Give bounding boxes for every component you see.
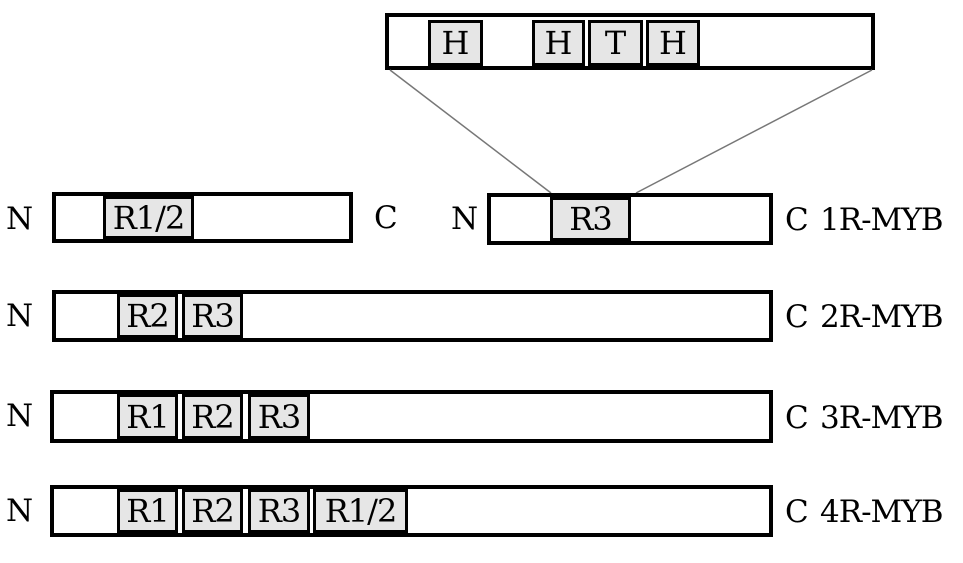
domain-label: R3 xyxy=(257,492,301,530)
domain-label: R3 xyxy=(257,397,301,436)
helix1-box: H xyxy=(428,20,483,66)
domain-box-r3: R3 xyxy=(248,489,310,533)
hth-zoom-bar: H H T H xyxy=(385,13,875,70)
n-terminus-label: N xyxy=(6,398,34,434)
domain-box-r1-2: R1/2 xyxy=(103,196,194,239)
domain-box-r3: R3 xyxy=(182,294,243,338)
c-terminus-label: C xyxy=(785,299,809,335)
c-terminus-label: C xyxy=(785,494,809,530)
domain-box-r1: R1 xyxy=(117,394,178,439)
domain-label: R2 xyxy=(126,297,169,335)
c-terminus-label: C xyxy=(374,200,398,236)
domain-label: R3 xyxy=(191,297,234,335)
domain-label: R2 xyxy=(191,492,234,530)
protein-bar-2r: R2 R3 xyxy=(52,290,773,342)
domain-box-r2: R2 xyxy=(182,489,243,533)
domain-box-r3: R3 xyxy=(550,197,631,241)
protein-bar-1r-right: R3 xyxy=(487,193,773,245)
type-label-3r-myb: 3R-MYB xyxy=(820,400,944,436)
turn-label: T xyxy=(604,24,627,62)
domain-box-r1: R1 xyxy=(117,489,178,533)
n-terminus-label: N xyxy=(451,201,479,237)
helix2-box: H xyxy=(532,20,585,66)
type-label-1r-myb: 1R-MYB xyxy=(820,202,944,238)
helix3-label: H xyxy=(659,24,687,62)
zoom-connector-left-line xyxy=(389,69,552,194)
c-terminus-label: C xyxy=(785,202,809,238)
helix3-box: H xyxy=(646,20,700,66)
c-terminus-label: C xyxy=(785,400,809,436)
zoom-connector-right-line xyxy=(635,69,873,194)
helix2-label: H xyxy=(544,24,573,62)
domain-label: R1 xyxy=(126,397,169,436)
n-terminus-label: N xyxy=(6,493,34,529)
domain-box-r2: R2 xyxy=(117,294,178,338)
domain-label: R1 xyxy=(126,492,169,530)
type-label-4r-myb: 4R-MYB xyxy=(820,494,944,530)
type-label-2r-myb: 2R-MYB xyxy=(820,299,944,335)
protein-bar-3r: R1 R2 R3 xyxy=(50,390,773,443)
domain-label: R2 xyxy=(191,397,234,436)
helix1-label: H xyxy=(441,24,470,62)
turn-box: T xyxy=(588,20,643,66)
domain-box-r2: R2 xyxy=(182,394,243,439)
domain-label: R1/2 xyxy=(324,492,398,530)
n-terminus-label: N xyxy=(6,298,34,334)
protein-bar-4r: R1 R2 R3 R1/2 xyxy=(50,485,773,537)
domain-box-r1-2: R1/2 xyxy=(313,489,408,533)
domain-box-r3: R3 xyxy=(248,394,310,439)
domain-label: R1/2 xyxy=(112,198,186,237)
domain-label: R3 xyxy=(569,200,612,238)
protein-bar-1r-left: R1/2 xyxy=(52,192,353,243)
n-terminus-label: N xyxy=(6,201,34,237)
